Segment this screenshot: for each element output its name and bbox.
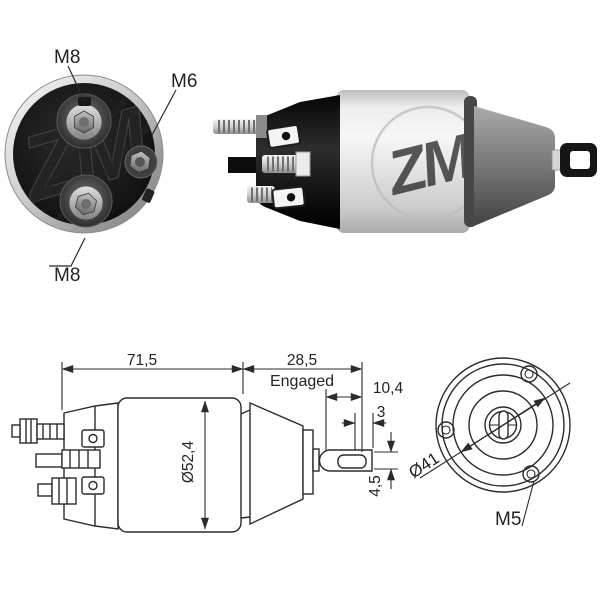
end-cap-view: ZM M8 M6 M8 (4, 47, 197, 286)
mount-hole-upper-right (520, 365, 538, 383)
dim-slot-offset-label: 3 (377, 404, 386, 421)
leader-m8-bottom (49, 237, 86, 267)
battery-stud-bottom (247, 186, 275, 203)
drawing-body (117, 397, 242, 533)
dim-body-diameter-label: Ø52,4 (180, 441, 197, 484)
front-mounting-view: Ø41 M5 (405, 357, 571, 530)
terminal-stud-bottom (59, 174, 113, 228)
mount-hole-left (437, 421, 455, 439)
leader-m5 (521, 480, 535, 527)
dim-travel (242, 362, 363, 452)
rim-tab (142, 188, 155, 203)
battery-stud-top (213, 115, 267, 138)
label-m5: M5 (495, 509, 521, 530)
plastic-tab (228, 157, 256, 173)
dim-eyelet-length (325, 389, 363, 450)
travel-state-label: Engaged (270, 373, 334, 390)
dim-pilot-diameter (419, 382, 571, 479)
product-photo: ZM (213, 90, 597, 233)
terminal-stud-top (56, 93, 112, 149)
dim-slot-height (374, 432, 398, 489)
spade-terminal-bottom (271, 185, 306, 210)
label-m6-side: M6 (171, 71, 197, 92)
body-end-ring (464, 96, 477, 227)
label-m8-bottom: M8 (54, 265, 80, 286)
leader-m8-top (67, 65, 85, 101)
side-dimension-view: 71,5 28,5 Engaged 10,4 3 Ø52,4 4,5 (11, 352, 404, 533)
dim-slot-height-label: 4,5 (367, 475, 384, 497)
dim-eyelet-length-label: 10,4 (373, 380, 404, 397)
dim-pilot-diameter-label: Ø41 (405, 449, 442, 482)
eyelet-hole (570, 151, 590, 169)
solenoid-body (336, 90, 470, 233)
field-stud-middle (262, 151, 311, 177)
dim-body-length-label: 71,5 (127, 352, 157, 369)
dim-slot-offset (342, 413, 386, 450)
terminal-nut-side (124, 145, 158, 179)
spade-terminal-top (266, 124, 301, 149)
dim-travel-label: 28,5 (287, 352, 317, 369)
leader-m6-side (151, 89, 177, 136)
drawing-plunger (240, 401, 373, 526)
plunger-cone (474, 106, 555, 226)
drawing-terminal-cap (11, 402, 119, 530)
mount-hole-lower-right (522, 465, 540, 483)
label-m8-top: M8 (54, 47, 80, 68)
